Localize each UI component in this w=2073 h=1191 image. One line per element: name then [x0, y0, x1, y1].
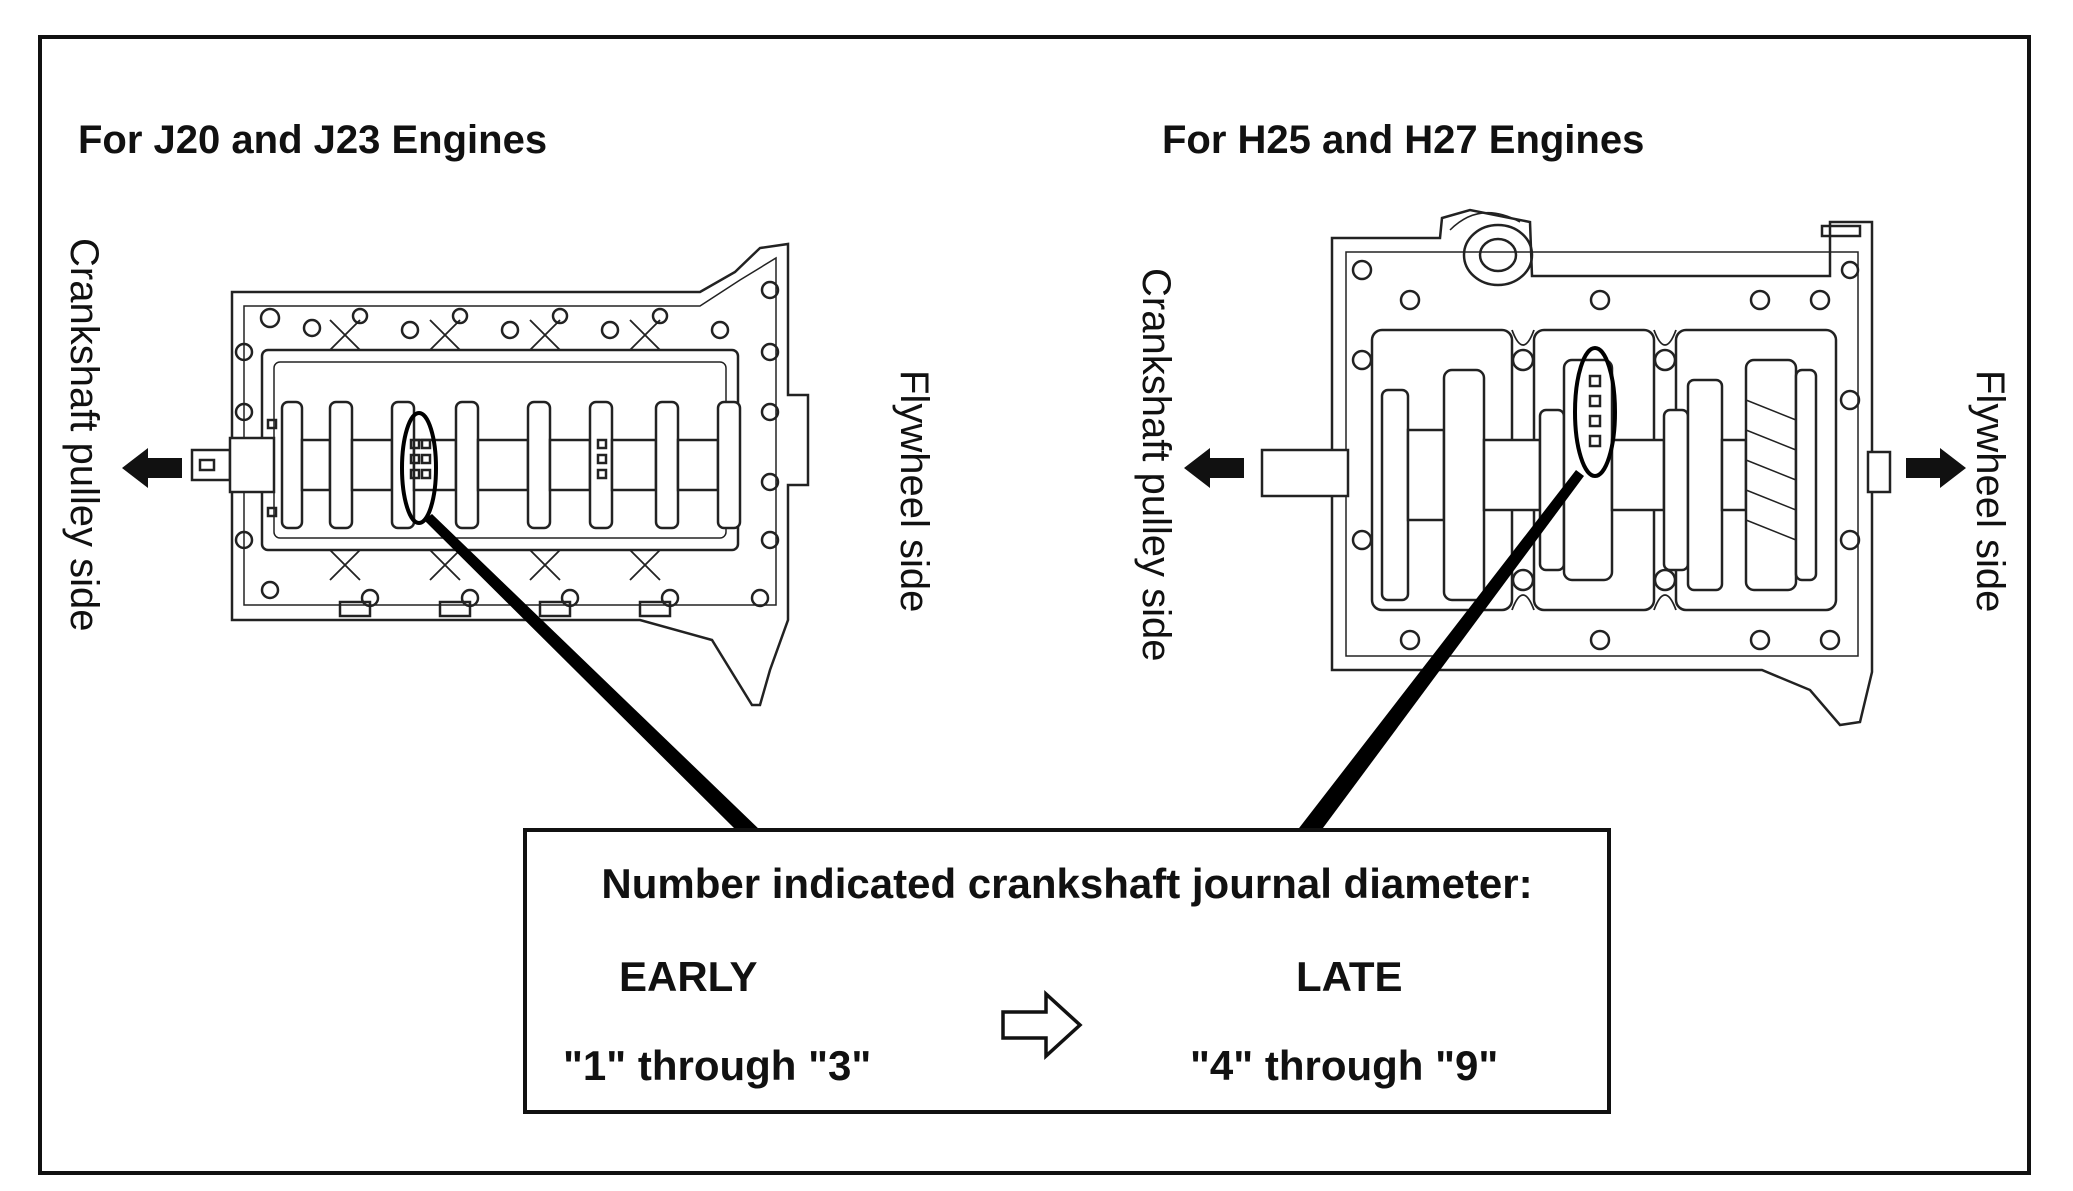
right-engine-block [1260, 208, 1892, 727]
early-label: EARLY [619, 953, 758, 1000]
left-engine-heading: For J20 and J23 Engines [78, 118, 548, 162]
late-label: LATE [1296, 953, 1403, 1000]
journal-diameter-callout: Number indicated crankshaft journal diam… [523, 828, 1611, 1114]
left-engine-block [190, 242, 810, 707]
right-engine-heading: For H25 and H27 Engines [1162, 118, 1645, 162]
left-pulley-arrow-icon [122, 448, 182, 488]
callout-title: Number indicated crankshaft journal diam… [601, 860, 1533, 907]
right-leader-line [1296, 470, 1584, 832]
left-leader-line [424, 514, 762, 832]
hollow-right-arrow-icon [1001, 990, 1083, 1060]
late-range: "4" through "9" [1190, 1042, 1499, 1089]
right-pulley-arrow-icon [1184, 448, 1244, 488]
right-flywheel-arrow-icon [1906, 448, 1966, 488]
figure-frame [38, 35, 2031, 1175]
early-range: "1" through "3" [563, 1042, 872, 1089]
